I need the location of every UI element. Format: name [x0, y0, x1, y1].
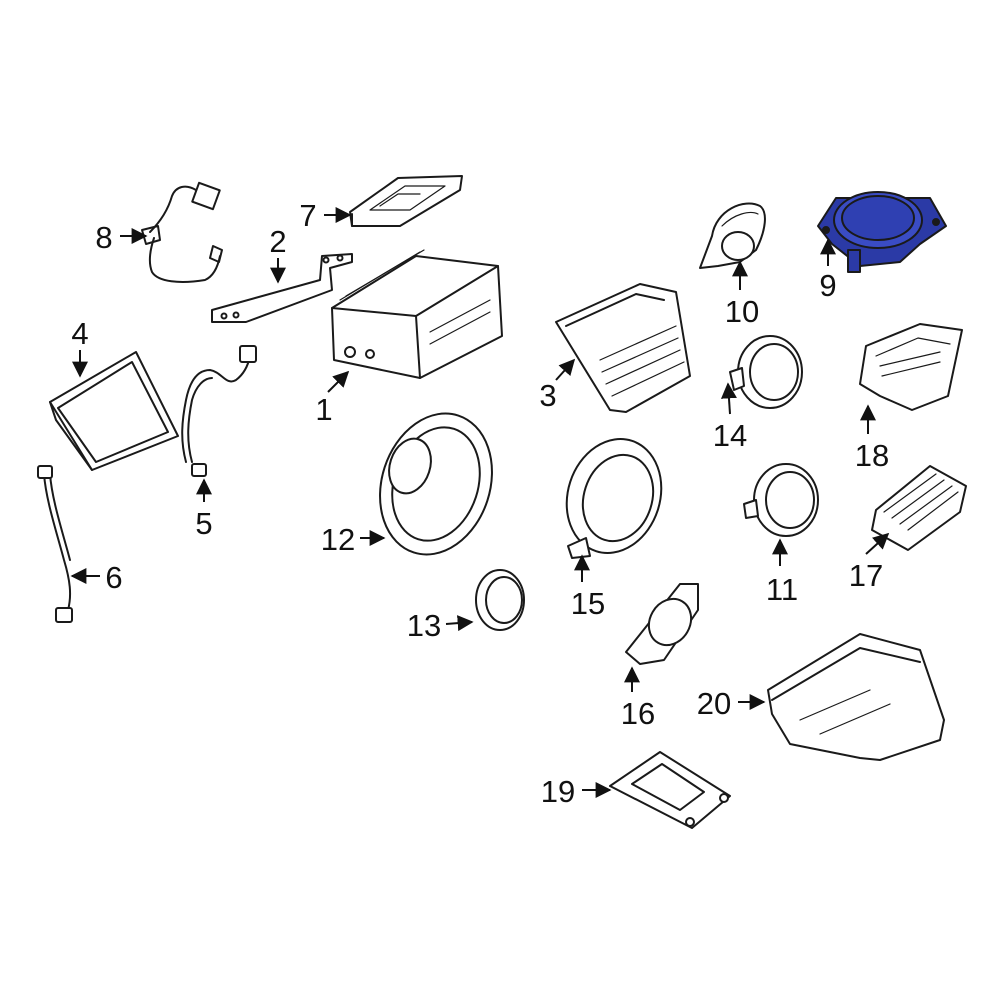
callout-6: 6	[105, 560, 122, 595]
part-14-speaker[interactable]	[729, 335, 803, 409]
part-20-amplifier-module[interactable]	[767, 633, 945, 761]
part-8-wiring-harness[interactable]	[141, 181, 223, 283]
callout-2: 2	[269, 224, 286, 259]
callout-15: 15	[571, 586, 605, 621]
part-15-woofer[interactable]	[552, 427, 675, 566]
callout-9: 9	[819, 268, 836, 303]
part-1-radio-receiver[interactable]	[331, 249, 503, 379]
leader-3	[555, 358, 576, 381]
callout-18: 18	[855, 438, 889, 473]
leader-17	[865, 532, 890, 555]
callout-14: 14	[713, 418, 747, 453]
callout-7: 7	[299, 198, 316, 233]
leader-13	[445, 615, 474, 632]
callout-labels: 1 2 3 4 5 6 7 8 9 10 11 12 13 14 15 16 1…	[71, 198, 889, 809]
callout-11: 11	[766, 572, 798, 607]
part-4-display-screen[interactable]	[49, 351, 179, 471]
part-16-speaker[interactable]	[625, 583, 699, 665]
part-12-woofer[interactable]	[362, 399, 509, 569]
leader-lines	[70, 207, 890, 798]
part-18-bracket[interactable]	[859, 323, 963, 411]
part-17-amplifier[interactable]	[871, 465, 967, 551]
part-9-speaker-highlighted[interactable]	[817, 191, 947, 273]
part-5-cable-harness[interactable]	[181, 345, 257, 477]
callout-12: 12	[321, 522, 355, 557]
part-10-tweeter[interactable]	[699, 202, 766, 269]
part-13-speaker[interactable]	[475, 569, 525, 631]
leader-1	[327, 370, 350, 393]
callout-10: 10	[725, 294, 759, 329]
callout-3: 3	[539, 378, 556, 413]
callout-19: 19	[541, 774, 575, 809]
part-2-mounting-bracket[interactable]	[211, 253, 353, 323]
part-11-speaker[interactable]	[743, 463, 819, 537]
callout-16: 16	[621, 696, 655, 731]
callout-1: 1	[315, 392, 332, 427]
part-19-mounting-plate[interactable]	[609, 751, 731, 829]
callout-4: 4	[71, 316, 88, 351]
callout-20: 20	[697, 686, 731, 721]
callout-5: 5	[195, 506, 212, 541]
part-3-control-panel[interactable]	[555, 283, 691, 413]
callout-17: 17	[849, 558, 883, 593]
part-6-antenna-cable[interactable]	[37, 465, 73, 623]
callout-13: 13	[407, 608, 441, 643]
leader-14	[720, 382, 737, 415]
part-7-control-module[interactable]	[349, 175, 463, 227]
callout-8: 8	[95, 220, 112, 255]
